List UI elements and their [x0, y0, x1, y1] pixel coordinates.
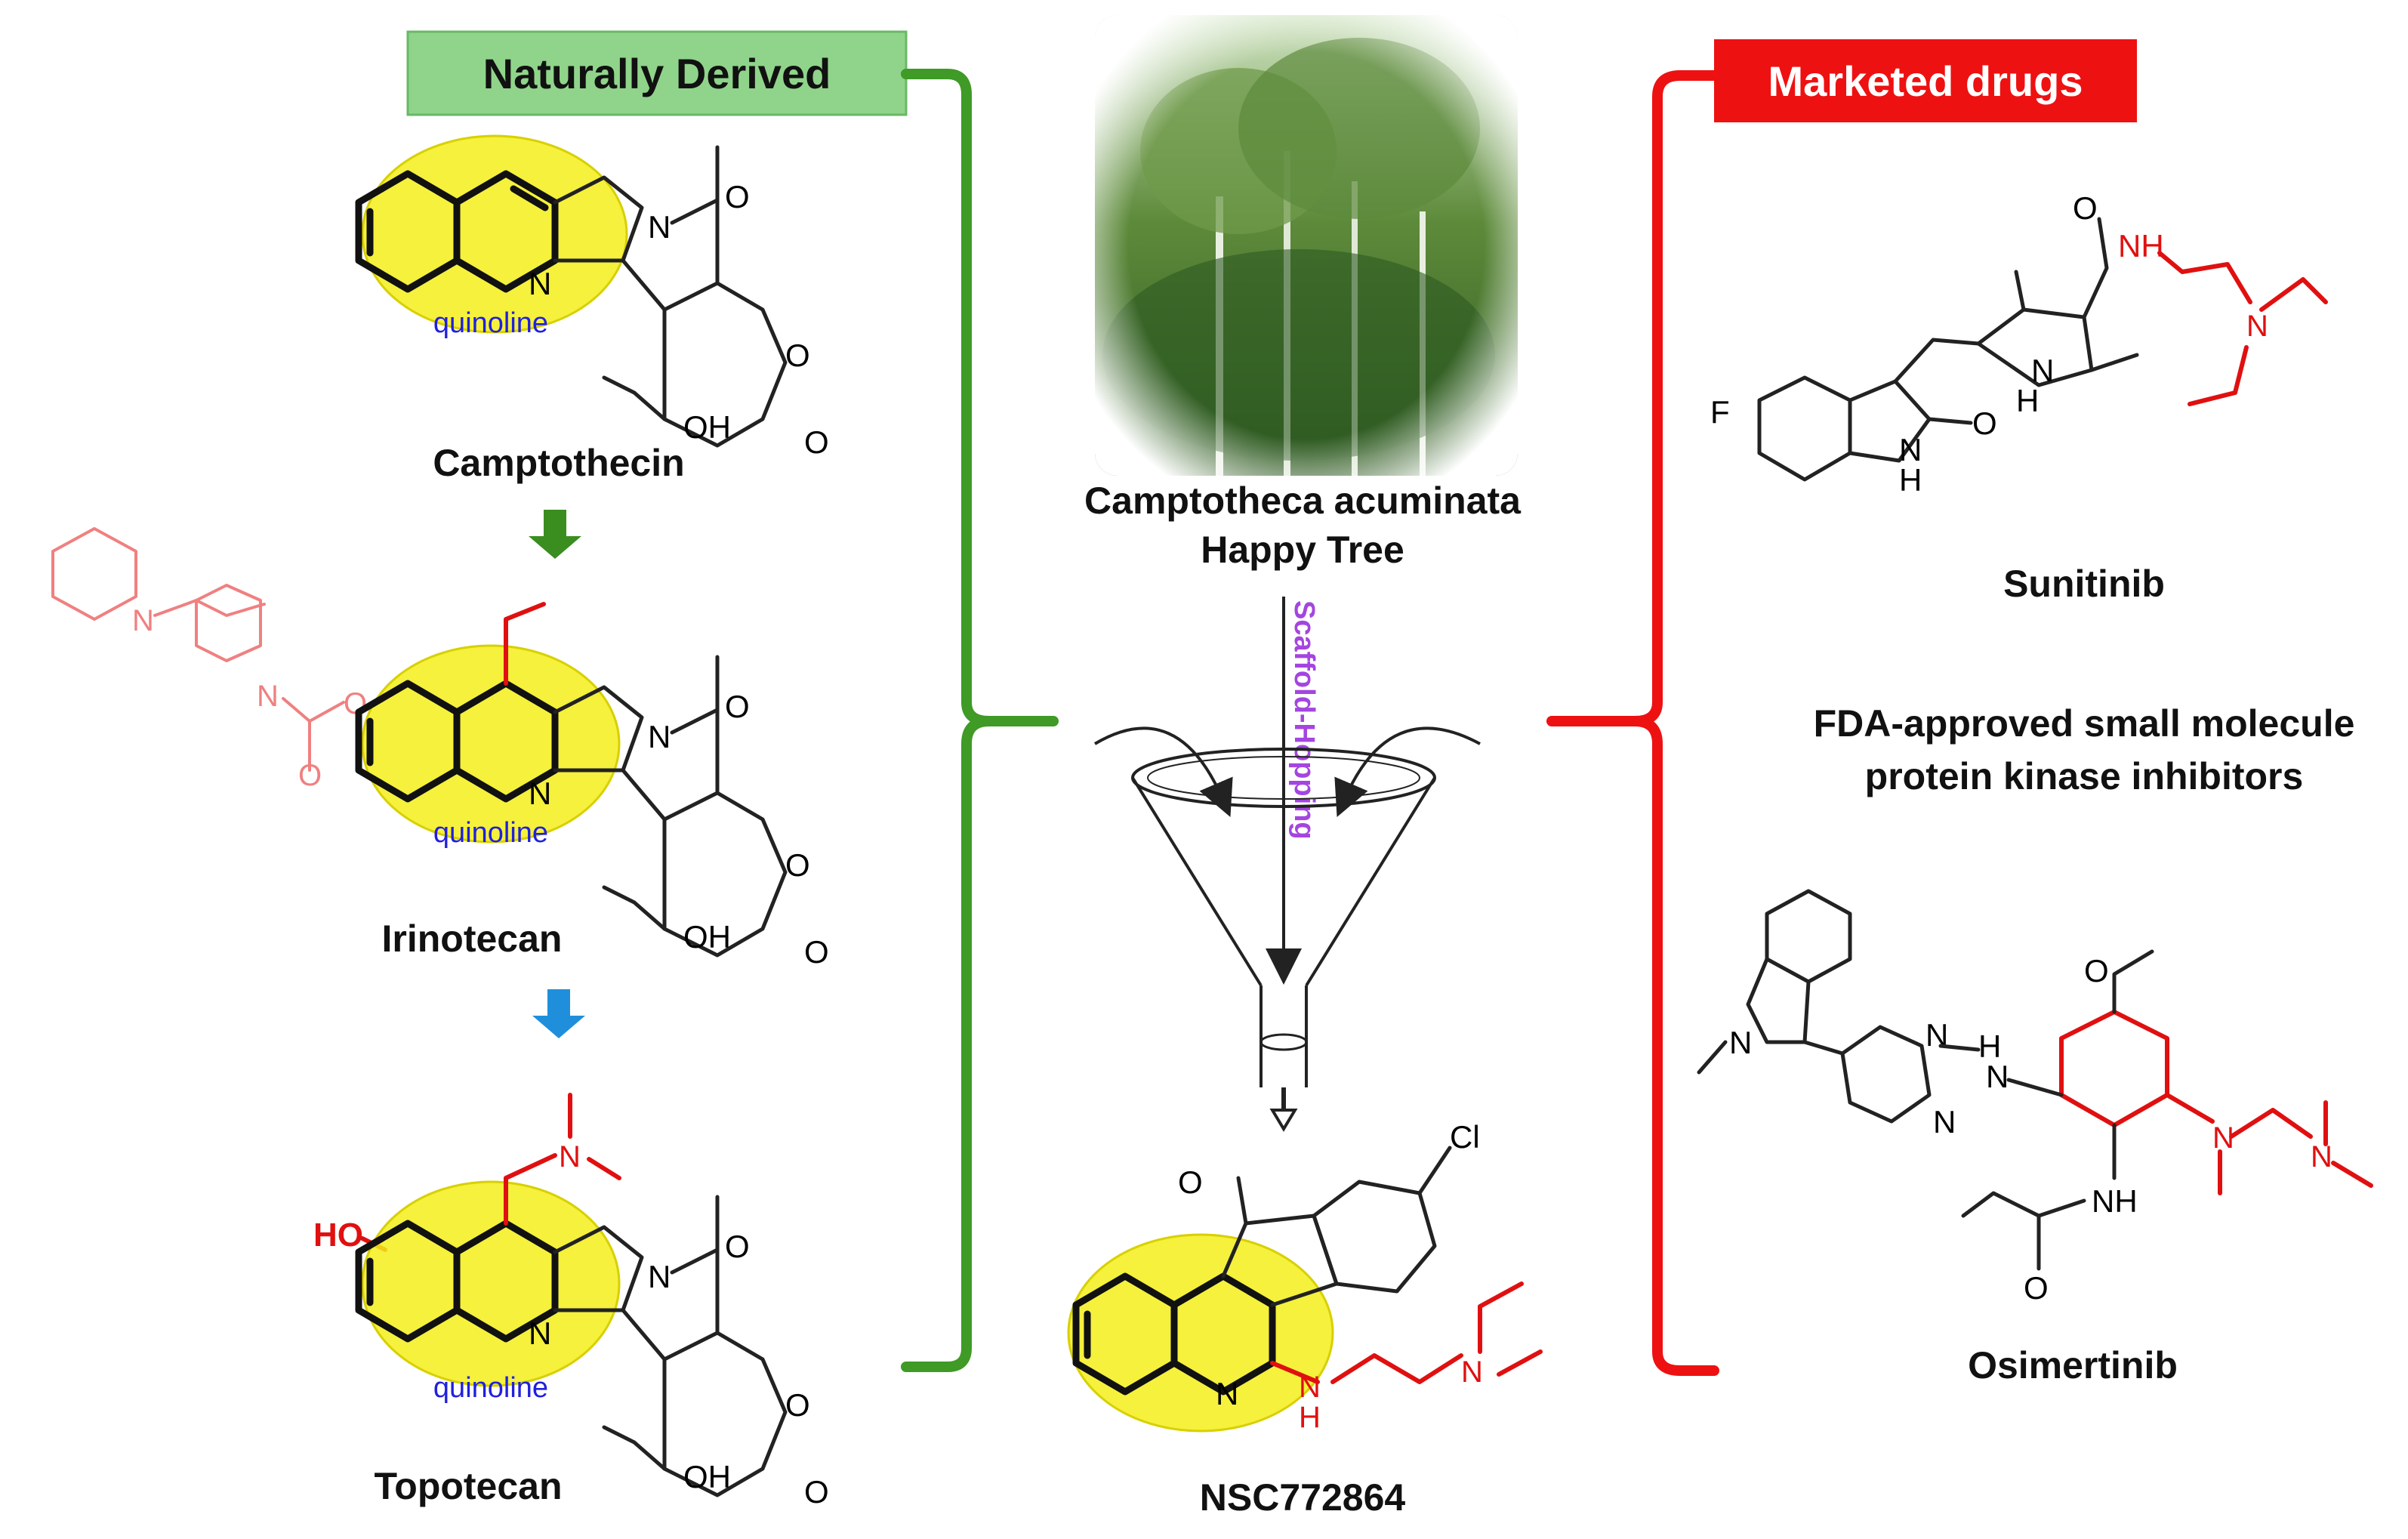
naturally-derived-header: Naturally Derived: [406, 30, 908, 116]
svg-text:H: H: [2016, 383, 2039, 418]
tree-common-name-label: Happy Tree: [1201, 529, 1404, 571]
svg-text:Marketed drugs: Marketed drugs: [1768, 57, 2083, 105]
svg-text:N: N: [529, 1315, 551, 1351]
svg-text:O: O: [785, 847, 810, 883]
quinoline-label-2: quinoline: [433, 817, 548, 849]
svg-text:OH: OH: [683, 1459, 731, 1494]
svg-text:OH: OH: [683, 409, 731, 445]
svg-text:Cl: Cl: [1450, 1119, 1480, 1155]
svg-text:N: N: [1933, 1104, 1956, 1140]
svg-text:O: O: [1972, 406, 1997, 441]
down-arrow-blue: [532, 989, 585, 1038]
svg-text:N: N: [1461, 1355, 1483, 1389]
marketed-drugs-header: Marketed drugs: [1714, 39, 2137, 122]
svg-text:H: H: [1299, 1401, 1321, 1434]
scaffold-hopping-funnel: Scaffold-Hopping: [1093, 597, 1481, 1132]
fda-caption-line2: protein kinase inhibitors: [1865, 755, 2304, 797]
svg-text:O: O: [804, 424, 829, 460]
sunitinib-label: Sunitinib: [2003, 563, 2165, 605]
svg-text:N: N: [1299, 1371, 1321, 1404]
svg-text:Naturally Derived: Naturally Derived: [483, 50, 831, 97]
svg-text:N: N: [529, 776, 551, 811]
svg-text:N: N: [648, 719, 671, 754]
svg-text:O: O: [2024, 1270, 2049, 1306]
svg-text:N: N: [2246, 310, 2268, 343]
svg-text:O: O: [785, 1387, 810, 1423]
quinoline-highlight-4: [1067, 1233, 1334, 1433]
fda-caption-line1: FDA-approved small molecule: [1814, 702, 2355, 745]
topotecan-label: Topotecan: [374, 1465, 562, 1507]
svg-text:N: N: [648, 1259, 671, 1294]
svg-text:N: N: [2031, 353, 2054, 388]
svg-text:N: N: [529, 266, 551, 301]
svg-text:O: O: [725, 1229, 750, 1264]
quinoline-highlight-2: [361, 644, 621, 844]
topotecan-structure: HO N N N O O OH O quinoline: [313, 1093, 829, 1510]
svg-text:N: N: [2311, 1140, 2332, 1174]
red-bracket: [1546, 70, 1719, 1376]
svg-text:N: N: [559, 1140, 581, 1174]
svg-text:N: N: [1899, 432, 1922, 467]
quinoline-highlight: [361, 134, 628, 334]
svg-text:N: N: [648, 209, 671, 245]
osimertinib-label: Osimertinib: [1968, 1344, 2178, 1386]
svg-text:F: F: [1710, 394, 1730, 430]
tree-species-label: Camptotheca acuminata: [1084, 480, 1522, 522]
camptothecin-label: Camptothecin: [433, 442, 684, 484]
happy-tree-photo: [1095, 15, 1518, 476]
svg-text:H: H: [1978, 1029, 2001, 1064]
svg-text:N: N: [257, 680, 279, 713]
sunitinib-structure: F H N O H N O NH N: [1710, 190, 2328, 498]
quinoline-label-3: quinoline: [433, 1372, 548, 1404]
svg-text:O: O: [1178, 1164, 1203, 1200]
nsc772864-structure: N O Cl H N N: [1067, 1119, 1543, 1434]
osimertinib-structure: N N N H N O N N NH O: [1697, 889, 2373, 1306]
svg-text:N: N: [1986, 1059, 2009, 1094]
camptothecin-structure: N N O O OH O quinoline: [355, 134, 829, 460]
svg-text:O: O: [725, 179, 750, 214]
svg-text:N: N: [132, 604, 154, 637]
svg-text:OH: OH: [683, 919, 731, 955]
svg-text:N: N: [1216, 1376, 1238, 1411]
irinotecan-label: Irinotecan: [382, 918, 563, 960]
svg-text:O: O: [298, 759, 322, 792]
quinoline-label: quinoline: [433, 307, 548, 339]
svg-text:NH: NH: [2092, 1183, 2138, 1219]
svg-text:O: O: [804, 934, 829, 970]
down-arrow-green: [529, 510, 581, 559]
svg-text:O: O: [2073, 190, 2098, 226]
scaffold-hopping-label: Scaffold-Hopping: [1288, 600, 1320, 840]
quinoline-highlight-3: [361, 1180, 621, 1387]
svg-text:O: O: [804, 1474, 829, 1510]
svg-text:O: O: [785, 338, 810, 373]
svg-text:NH: NH: [2118, 228, 2164, 264]
green-bracket: [901, 69, 1059, 1372]
svg-text:O: O: [725, 689, 750, 724]
irinotecan-structure: N N O O N N O O OH O quinoline: [51, 527, 829, 970]
svg-text:N: N: [1729, 1025, 1752, 1060]
svg-text:HO: HO: [313, 1217, 363, 1254]
svg-text:H: H: [1899, 462, 1922, 498]
nsc772864-label: NSC772864: [1200, 1476, 1406, 1519]
svg-text:O: O: [2084, 953, 2109, 988]
